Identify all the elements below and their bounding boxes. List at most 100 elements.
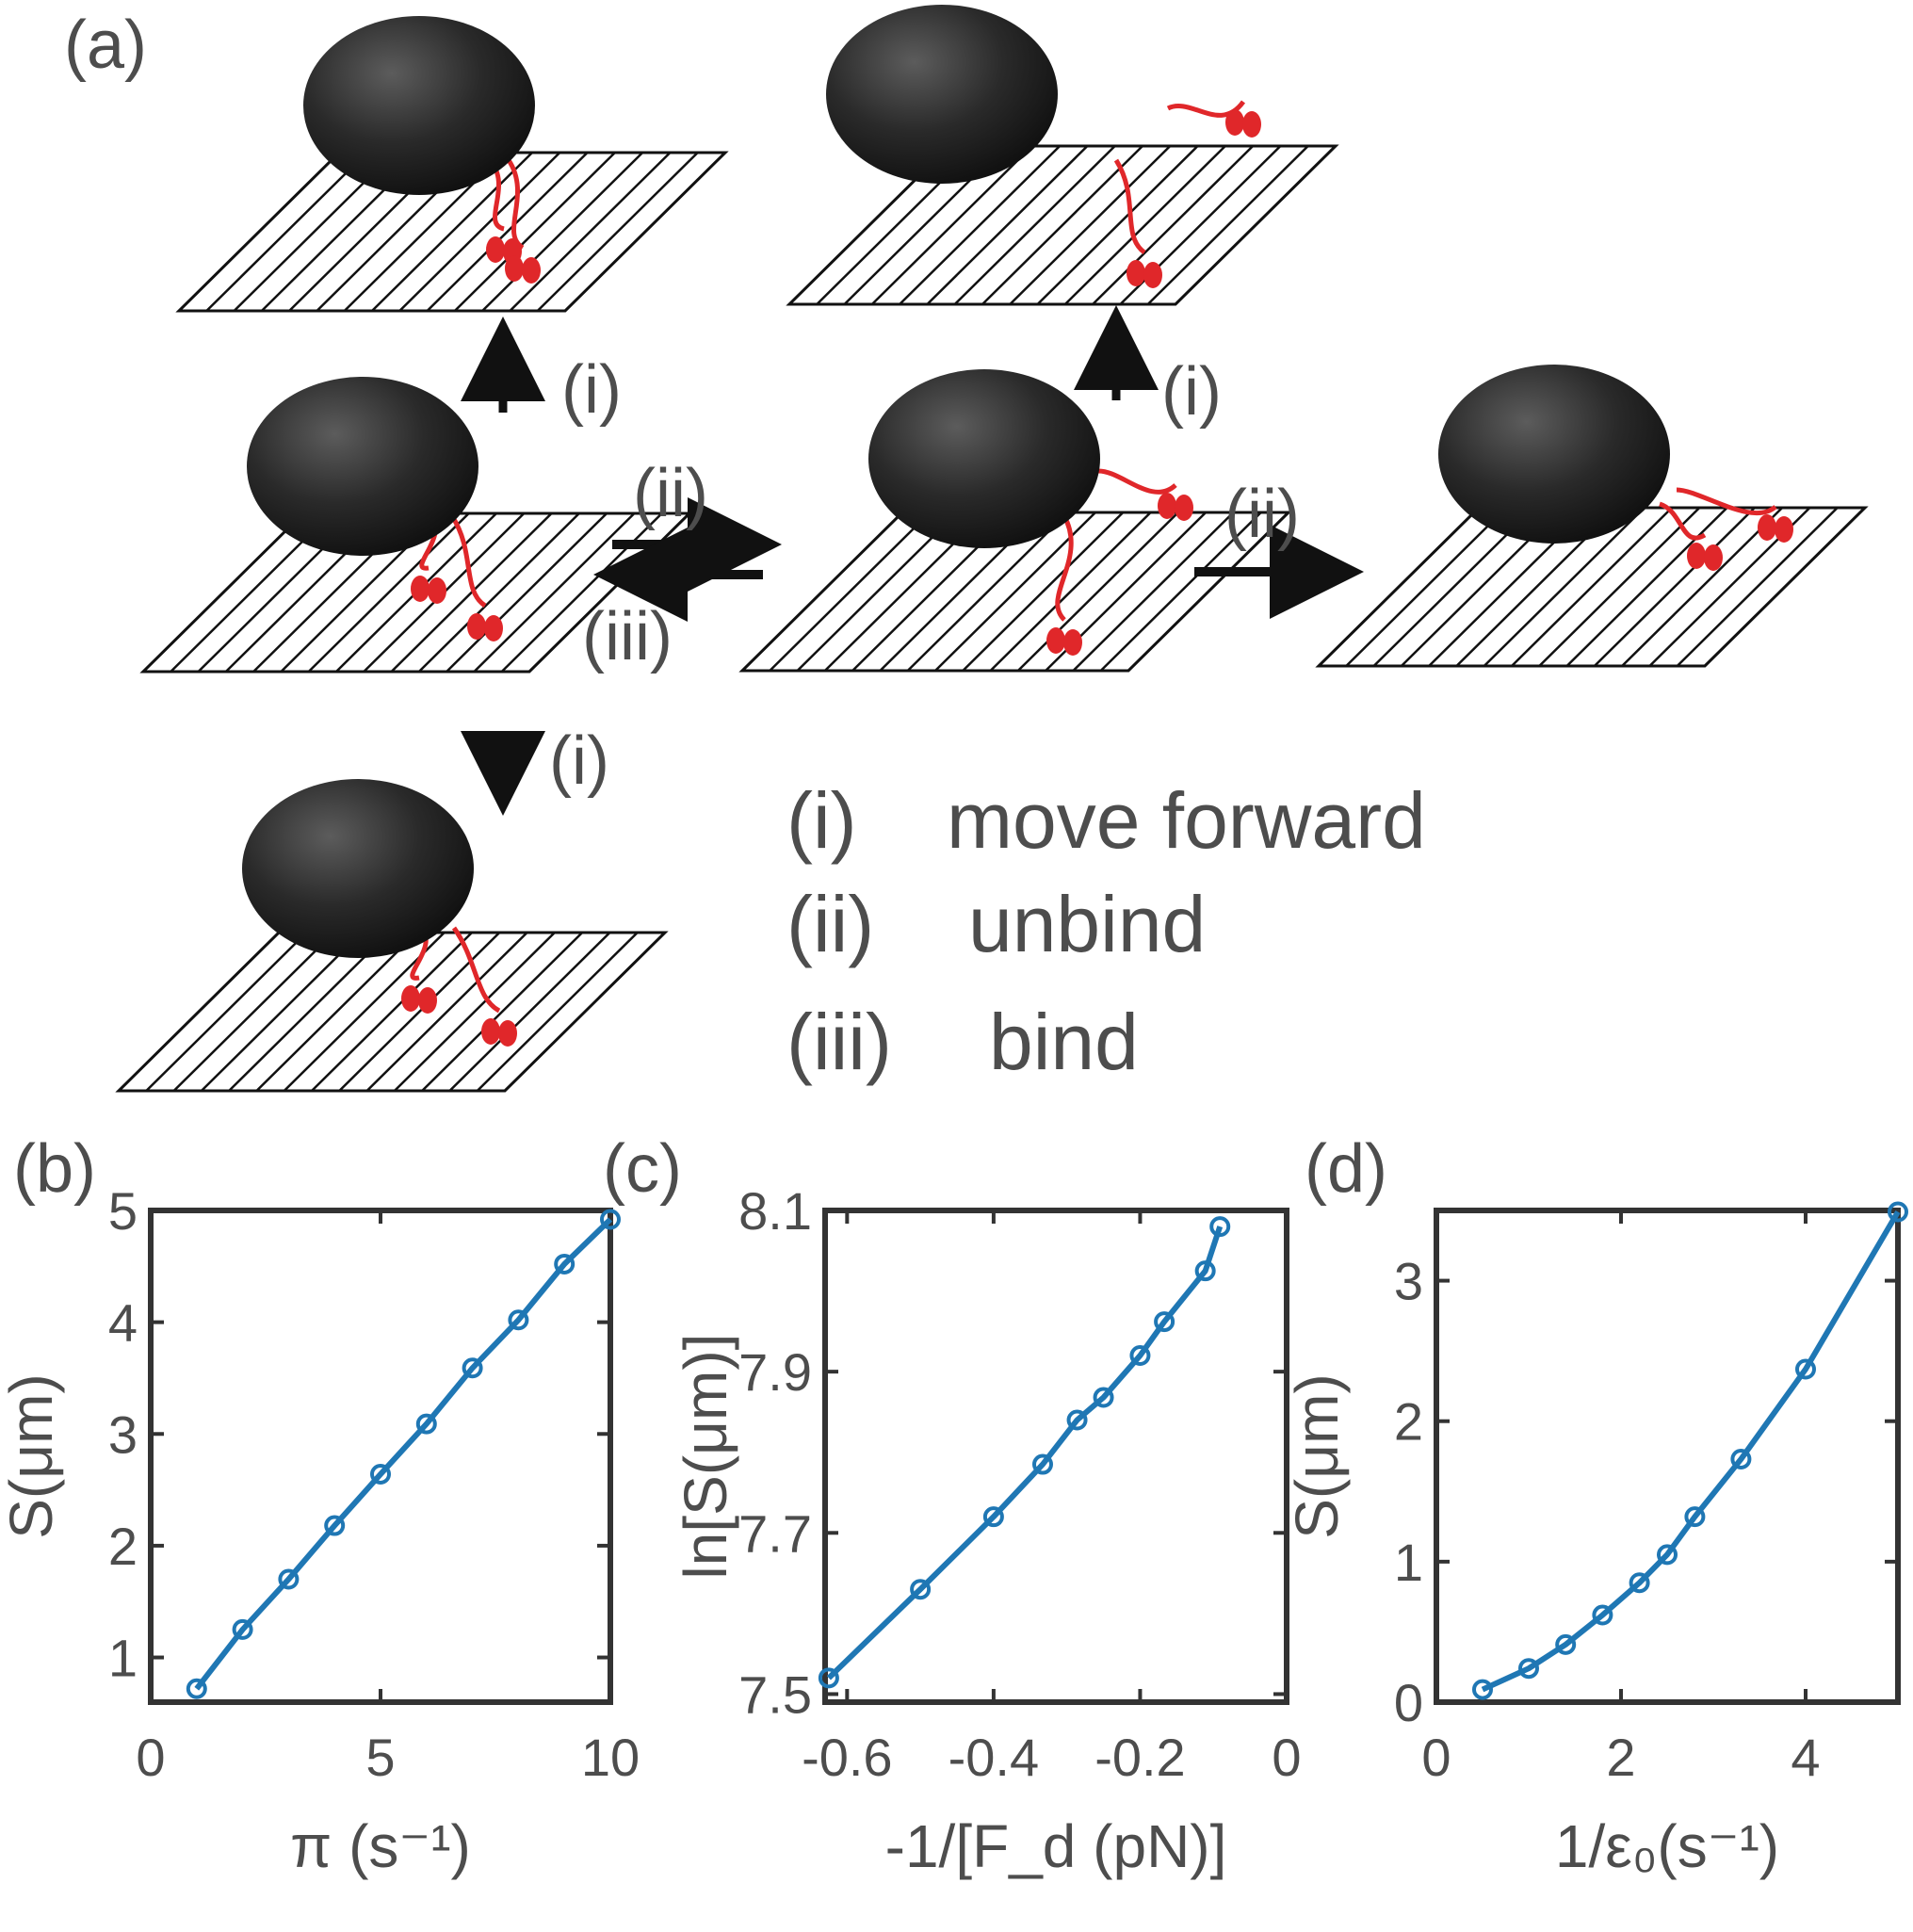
hatch-line — [1345, 507, 1508, 667]
motor-tether — [1676, 487, 1777, 515]
motor-head — [418, 987, 437, 1014]
data-point — [462, 1357, 483, 1379]
data-point — [1093, 1387, 1114, 1408]
y-tick-label: 2 — [1394, 1392, 1423, 1452]
motor-tether — [1096, 468, 1177, 495]
legend-text-1: move forward — [947, 776, 1426, 865]
y-tick-label: 7.7 — [738, 1503, 812, 1563]
motor-tether — [1113, 158, 1146, 255]
data-point — [818, 1667, 839, 1689]
series-line — [1481, 1210, 1901, 1693]
motor-head — [505, 255, 524, 282]
cargo-bead — [868, 369, 1100, 548]
legend-key-2: (ii) — [786, 880, 874, 968]
motor-head — [484, 615, 503, 641]
hatch-line — [390, 512, 553, 673]
hatch-line — [311, 932, 473, 1092]
x-tick-label: -0.4 — [948, 1728, 1040, 1787]
hatch-line — [255, 932, 418, 1092]
motor-head — [1175, 495, 1193, 521]
plot-frame — [1434, 1208, 1901, 1705]
motor-head — [428, 577, 446, 604]
hatch-line — [446, 512, 608, 673]
motor-head — [1127, 260, 1145, 286]
hatch-line — [1009, 145, 1172, 305]
step-label-up-right: (i) — [1161, 354, 1222, 430]
data-point — [1657, 1544, 1678, 1566]
motor-head — [467, 613, 486, 640]
hatch-line — [476, 932, 639, 1092]
data-point — [1129, 1345, 1151, 1367]
plot-frame — [148, 1208, 613, 1705]
motor-tether — [506, 158, 525, 251]
hatch-line — [228, 932, 391, 1092]
hatch-line — [1565, 507, 1728, 667]
hatch-line — [453, 152, 616, 312]
motor-tether — [449, 514, 487, 609]
motor-head — [481, 1018, 500, 1045]
hatch-line — [145, 932, 308, 1092]
motor-state-2 — [786, 5, 1339, 306]
hatch-line — [481, 152, 644, 312]
data-point — [415, 1413, 437, 1435]
y-tick-label: 7.9 — [738, 1342, 812, 1402]
hatch-line — [1676, 507, 1839, 667]
step-label-unbind: (ii) — [633, 456, 708, 531]
panel-c-label: (c) — [603, 1131, 682, 1207]
hatch-line — [536, 152, 699, 312]
x-tick-label: 0 — [136, 1728, 165, 1787]
hatch-line — [371, 152, 533, 312]
motor-head — [1063, 629, 1082, 656]
y-tick-label: 7.5 — [738, 1664, 812, 1724]
x-tick-label: 10 — [581, 1728, 640, 1787]
data-point — [1209, 1216, 1231, 1238]
hatch-line — [172, 932, 335, 1092]
hatch-line — [393, 932, 556, 1092]
data-point — [1154, 1311, 1175, 1333]
hatch-line — [509, 152, 672, 312]
x-tick-label: -0.6 — [802, 1728, 893, 1787]
data-point — [324, 1515, 346, 1536]
motor-tether — [1659, 501, 1707, 541]
hatch-line — [398, 152, 561, 312]
motor-head — [1225, 109, 1244, 136]
hatch-line — [1621, 507, 1784, 667]
data-point — [1684, 1506, 1706, 1528]
motor-head — [411, 576, 430, 602]
y-tick-label: 4 — [108, 1293, 138, 1353]
legend-text-3: bind — [989, 998, 1139, 1086]
data-point — [910, 1579, 932, 1600]
series-line — [194, 1217, 613, 1691]
cargo-bead — [303, 16, 535, 195]
x-tick-label: 4 — [1791, 1728, 1820, 1787]
data-point — [232, 1618, 253, 1640]
hatch-line — [1511, 507, 1673, 667]
motor-tether — [451, 926, 501, 1014]
motor-tether — [1055, 514, 1074, 622]
motor-head — [522, 257, 541, 284]
hatch-line — [769, 511, 932, 672]
cargo-bead — [247, 377, 478, 556]
data-point — [278, 1568, 300, 1590]
data-point — [554, 1253, 576, 1274]
step-label-unbind-2: (ii) — [1224, 477, 1300, 552]
motor-head — [1158, 493, 1176, 519]
motor-state-6 — [115, 779, 669, 1093]
hatch-line — [1593, 507, 1756, 667]
motor-head — [1775, 516, 1793, 543]
y-axis-label: ln[S(μm)] — [672, 1334, 739, 1580]
y-tick-label: 1 — [108, 1629, 138, 1688]
y-tick-label: 1 — [1394, 1533, 1423, 1592]
hatch-line — [1092, 145, 1255, 305]
legend-key-3: (iii) — [786, 998, 892, 1086]
y-tick-label: 2 — [108, 1517, 138, 1576]
hatch-line — [981, 145, 1143, 305]
data-point — [1032, 1453, 1053, 1475]
hatch-line — [1072, 511, 1235, 672]
hatch-line — [899, 145, 1062, 305]
step-label-down-left: (i) — [549, 723, 609, 799]
motor-state-4 — [738, 369, 1292, 673]
data-point — [1555, 1633, 1577, 1655]
